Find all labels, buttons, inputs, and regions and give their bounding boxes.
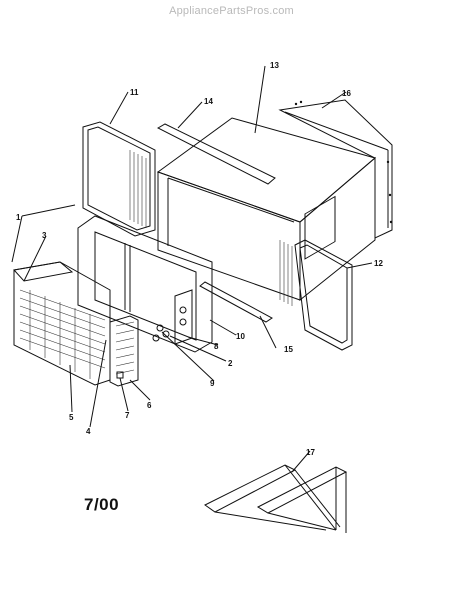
part-6-filter[interactable] [109,315,139,387]
callout-5: 5 [69,413,74,422]
part-9-knobs[interactable] [152,324,170,342]
callout-11: 11 [130,88,139,97]
leader-lines [11,65,373,473]
callout-6: 6 [147,401,152,410]
callout-4: 4 [86,427,91,436]
callout-16: 16 [342,89,351,98]
callout-13: 13 [270,61,279,70]
part-14-top-rail[interactable] [156,123,276,185]
date-code: 7/00 [84,495,120,514]
part-17-support-bracket[interactable] [204,464,348,533]
callout-9: 9 [210,379,215,388]
part-16-rear-grille[interactable] [278,99,393,239]
watermark: AppliancePartsPros.com [169,5,294,17]
part-11-side-curtain-left[interactable] [82,121,156,237]
callout-12: 12 [374,259,383,268]
part-12-side-curtain-right[interactable] [279,239,353,351]
part-15-bottom-rail[interactable] [199,281,273,323]
callout-3: 3 [42,231,47,240]
part-13-cabinet[interactable] [156,117,377,302]
callout-15: 15 [284,345,293,354]
callout-8: 8 [214,342,219,351]
callout-10: 10 [236,332,245,341]
callout-1: 1 [16,213,21,222]
part-10-front-frame[interactable] [77,215,213,353]
callout-7: 7 [125,411,130,420]
callout-17: 17 [306,448,315,457]
part-5-front-grille[interactable] [13,261,111,386]
callout-2: 2 [228,359,233,368]
callout-14: 14 [204,97,213,106]
